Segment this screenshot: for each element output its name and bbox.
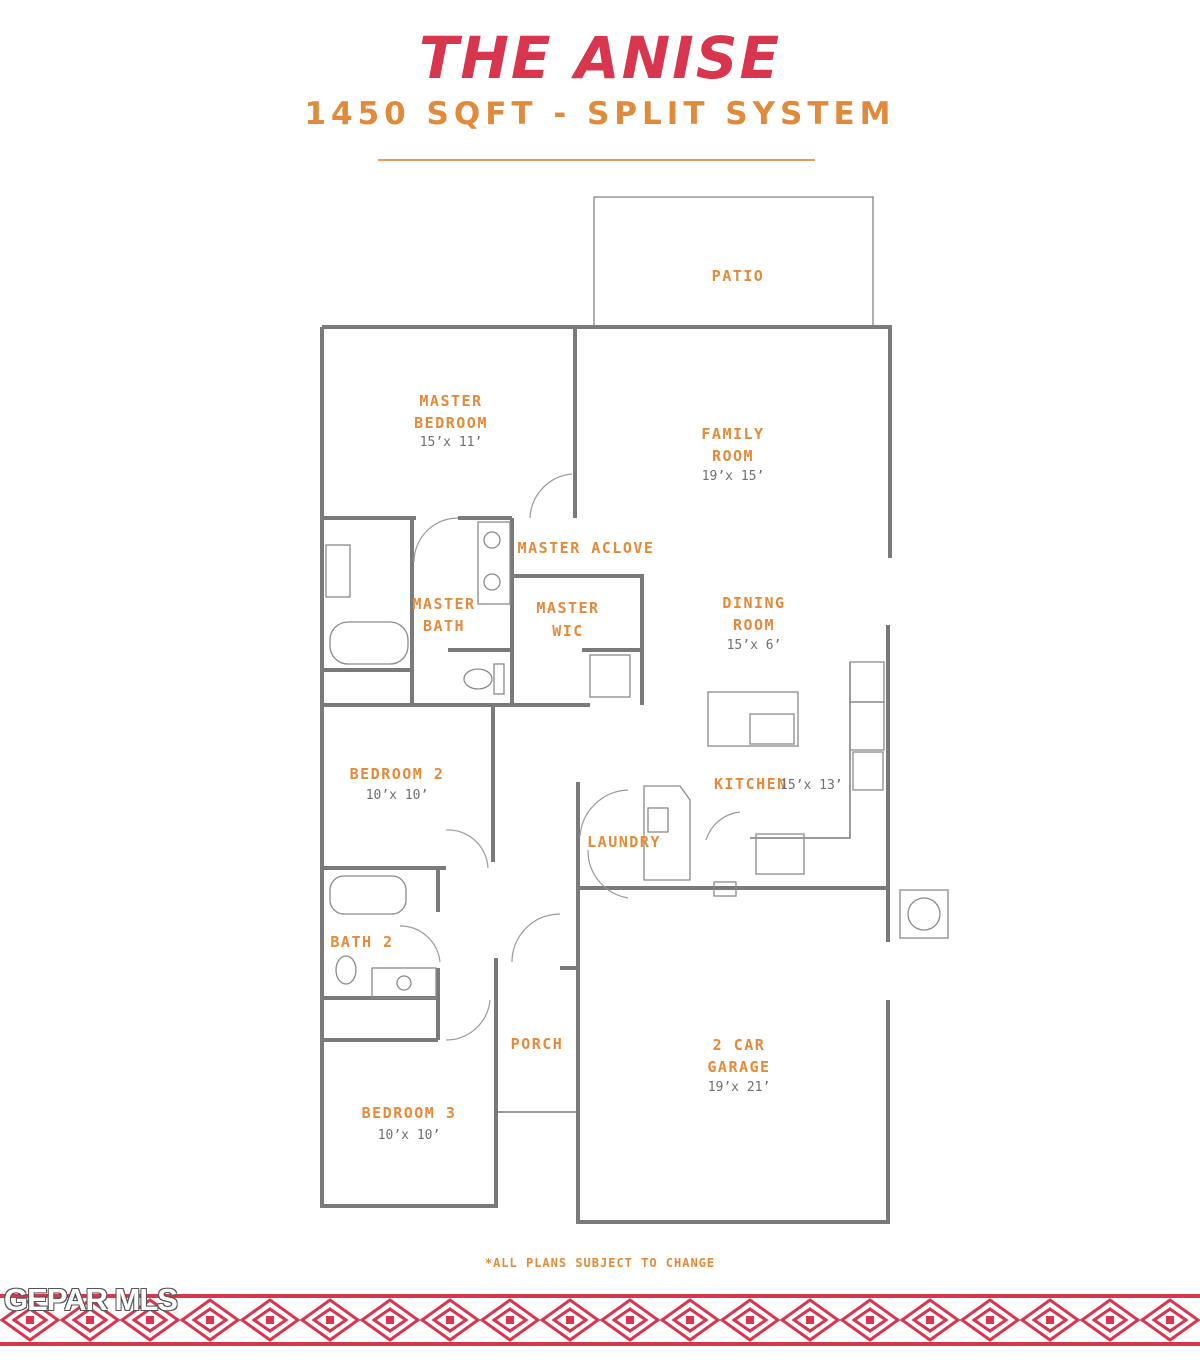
door-pantry <box>705 811 741 841</box>
dims-dining-room: 15’x 6’ <box>727 638 782 653</box>
plan-subtitle: 1450 SQFT - SPLIT SYSTEM <box>304 96 896 132</box>
dims-bedroom-2: 10’x 10’ <box>366 788 429 803</box>
wall-bath2-bottom <box>322 996 440 1040</box>
label-master-alcove: MASTER ACLOVE <box>518 539 655 557</box>
wall-master-wic-top <box>512 574 644 650</box>
wic-cabinet <box>589 654 631 698</box>
vanity-bath2 <box>371 967 437 999</box>
laundry-counter <box>643 785 691 881</box>
label-dining-room-1: DINING <box>722 594 785 612</box>
label-porch: PORCH <box>511 1035 564 1053</box>
label-patio: PATIO <box>712 267 765 285</box>
dims-master-bedroom: 15’x 11’ <box>420 435 483 450</box>
door-bedroom3 <box>445 999 491 1041</box>
patio-outline <box>593 196 874 328</box>
dims-family-room: 19’x 15’ <box>702 469 765 484</box>
exterior-wall-top <box>322 325 892 558</box>
double-sink <box>477 521 511 605</box>
decorative-border-pattern <box>0 1298 1200 1342</box>
label-laundry: LAUNDRY <box>587 833 661 851</box>
sink-1 <box>483 531 501 549</box>
plans-subject-to-change-note: *ALL PLANS SUBJECT TO CHANGE <box>484 1256 716 1270</box>
bathtub-master <box>329 621 409 665</box>
dims-bedroom-3: 10’x 10’ <box>378 1128 441 1143</box>
label-garage-2: GARAGE <box>707 1058 770 1076</box>
label-master-wic-2: WIC <box>552 622 584 640</box>
sink-2 <box>483 573 501 591</box>
exterior-wall-garage <box>576 1000 890 1224</box>
label-family-room-2: ROOM <box>712 447 754 465</box>
mls-watermark: GEPAR MLS <box>4 1282 178 1317</box>
door-front <box>511 913 561 963</box>
ac-fan-icon <box>907 897 941 931</box>
label-master-bedroom-1: MASTER <box>419 392 482 410</box>
label-bath-2: BATH 2 <box>330 933 393 951</box>
pattern-top-line <box>0 1294 1200 1298</box>
dims-kitchen: 15’x 13’ <box>780 778 843 793</box>
plan-title: THE ANISE <box>418 24 782 92</box>
bathtub-bath2 <box>329 875 407 915</box>
fixtures <box>325 521 949 999</box>
counter-segment <box>849 701 885 751</box>
door-laundry <box>579 789 629 837</box>
label-family-room-1: FAMILY <box>701 425 764 443</box>
label-master-bath-2: BATH <box>423 617 465 635</box>
porch-outline <box>495 958 578 1113</box>
door-bath2 <box>399 925 441 963</box>
kitchen-island <box>707 691 799 747</box>
label-master-bedroom-2: BEDROOM <box>414 414 488 432</box>
pattern-bottom-line <box>0 1342 1200 1346</box>
door-master-bath <box>413 517 459 563</box>
label-master-bath-1: MASTER <box>412 595 475 613</box>
kitchen-counter <box>750 662 851 839</box>
label-garage-1: 2 CAR <box>713 1036 766 1054</box>
label-dining-room-2: ROOM <box>733 616 775 634</box>
pantry <box>849 661 885 703</box>
island-sink <box>749 713 795 745</box>
washer-icon <box>647 807 669 833</box>
water-heater-icon <box>713 881 737 897</box>
walls <box>320 196 892 1224</box>
sink-bath2 <box>396 975 412 991</box>
label-kitchen: KITCHEN <box>714 775 788 793</box>
wall-wic-closet <box>582 648 644 705</box>
door-bedroom2 <box>445 829 489 869</box>
door-master-bedroom <box>529 473 573 519</box>
toilet-tank-master <box>493 663 505 695</box>
doors <box>399 473 741 1041</box>
toilet-master <box>463 668 493 690</box>
toilet-bath2 <box>335 955 357 985</box>
vanity-master <box>325 544 351 598</box>
label-bedroom-3: BEDROOM 3 <box>362 1104 457 1122</box>
label-bedroom-2: BEDROOM 2 <box>350 765 445 783</box>
range-icon <box>852 751 884 791</box>
ac-unit <box>899 889 949 939</box>
door-garage <box>587 849 629 899</box>
dims-garage: 19’x 21’ <box>708 1080 771 1095</box>
title-divider <box>378 159 815 161</box>
label-master-wic-1: MASTER <box>536 599 599 617</box>
fridge <box>755 833 805 875</box>
